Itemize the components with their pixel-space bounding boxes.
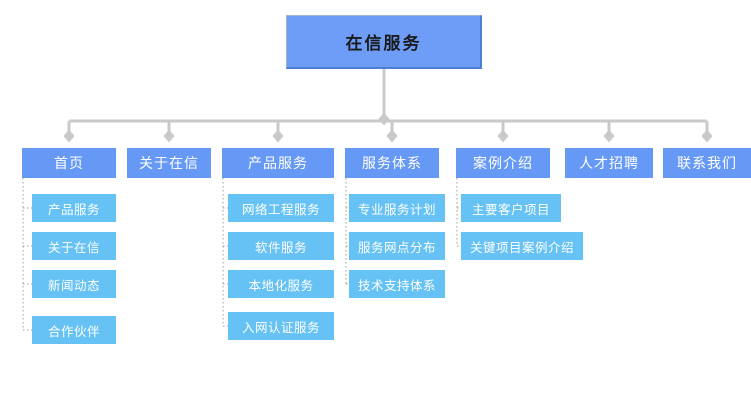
connector-diamond-marker <box>378 112 390 126</box>
branch-node-branch-contact[interactable]: 联系我们 <box>663 148 751 178</box>
connector-diamond-marker <box>497 129 509 143</box>
leaf-node-label: 专业服务计划 <box>357 201 436 217</box>
leaf-node-label: 关键项目案例介绍 <box>469 239 574 255</box>
leaf-node-label: 服务网点分布 <box>357 239 436 255</box>
leaf-node[interactable]: 合作伙伴 <box>32 316 116 344</box>
leaf-node[interactable]: 网络工程服务 <box>228 194 334 222</box>
connector-diamond-marker <box>163 129 175 143</box>
leaf-node[interactable]: 关键项目案例介绍 <box>461 232 583 260</box>
leaf-node[interactable]: 技术支持体系 <box>349 270 445 298</box>
branch-node-branch-service-system[interactable]: 服务体系 <box>345 148 439 178</box>
branch-node-branch-careers[interactable]: 人才招聘 <box>565 148 653 178</box>
leaf-node-label: 关于在信 <box>47 239 100 255</box>
branch-node-label: 关于在信 <box>139 156 199 172</box>
connector-diamond-marker <box>63 129 75 143</box>
leaf-node-label: 网络工程服务 <box>241 201 320 217</box>
leaf-node[interactable]: 新闻动态 <box>32 270 116 298</box>
root-node[interactable]: 在信服务 <box>286 15 482 69</box>
branch-node-label: 联系我们 <box>677 156 737 172</box>
leaf-node-label: 入网认证服务 <box>241 319 320 335</box>
connector-diamond-marker <box>603 129 615 143</box>
leaf-node[interactable]: 服务网点分布 <box>349 232 445 260</box>
leaf-node[interactable]: 专业服务计划 <box>349 194 445 222</box>
root-node-label: 在信服务 <box>345 34 422 54</box>
branch-node-label: 服务体系 <box>362 156 422 172</box>
branch-node-label: 产品服务 <box>248 156 308 172</box>
leaf-node[interactable]: 主要客户项目 <box>461 194 561 222</box>
branch-node-branch-about[interactable]: 关于在信 <box>127 148 211 178</box>
leaf-node[interactable]: 本地化服务 <box>228 270 334 298</box>
branch-node-branch-cases[interactable]: 案例介绍 <box>456 148 550 178</box>
branch-node-label: 人才招聘 <box>579 156 639 172</box>
leaf-node-label: 本地化服务 <box>248 277 314 293</box>
branch-node-label: 首页 <box>54 156 84 172</box>
leaf-node-label: 主要客户项目 <box>471 201 550 217</box>
leaf-node-label: 合作伙伴 <box>47 323 100 339</box>
leaf-node-label: 软件服务 <box>254 239 307 255</box>
connector-diamond-marker <box>386 129 398 143</box>
leaf-node[interactable]: 产品服务 <box>32 194 116 222</box>
leaf-node-label: 技术支持体系 <box>357 277 436 293</box>
connector-diamond-marker <box>701 129 713 143</box>
branch-node-branch-products[interactable]: 产品服务 <box>222 148 334 178</box>
leaf-node[interactable]: 软件服务 <box>228 232 334 260</box>
leaf-node-label: 产品服务 <box>47 201 100 217</box>
branch-node-label: 案例介绍 <box>473 156 533 172</box>
branch-node-branch-home[interactable]: 首页 <box>22 148 116 178</box>
connector-diamond-marker <box>272 129 284 143</box>
leaf-node[interactable]: 入网认证服务 <box>228 312 334 340</box>
leaf-node[interactable]: 关于在信 <box>32 232 116 260</box>
leaf-node-label: 新闻动态 <box>47 277 100 293</box>
